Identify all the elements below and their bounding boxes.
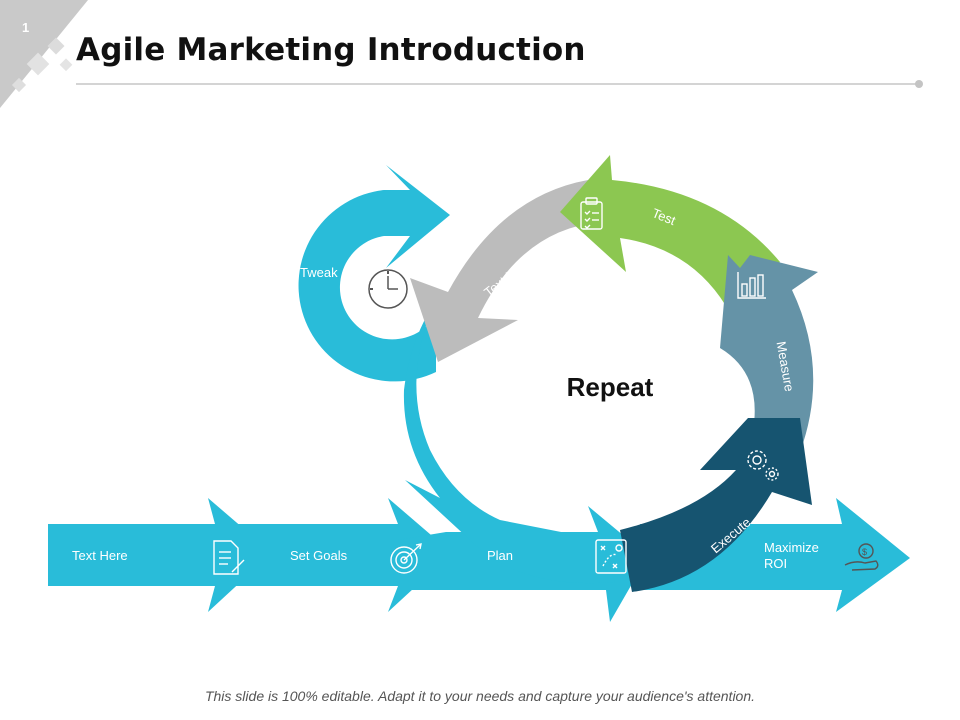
flow-band [215,498,452,612]
tweak-loop-arrow [298,165,450,382]
cycle-segment-left [403,300,615,584]
bar-chart-icon [737,272,766,299]
corner-decoration [0,0,88,108]
cycle-segment-bottom-right [620,418,812,592]
cycle-center-label: Repeat [567,372,654,402]
clipboard-checklist-icon [580,197,603,230]
svg-text:$: $ [862,547,867,557]
cycle-segment-top [560,155,780,306]
segment-label-left: Text Here [448,398,479,456]
flow-step-label: Set Goals [290,548,348,563]
strategy-board-icon [595,539,627,574]
target-icon [390,543,422,574]
flow-step-label: Text Here [72,548,128,563]
slide-number: 1 [22,20,30,35]
flow-step-label: Plan [487,548,513,563]
flow-step-label: Maximize [764,540,819,555]
footer-note: This slide is 100% editable. Adapt it to… [204,688,756,704]
clock-icon [368,269,408,309]
tweak-label: Tweak [300,265,338,280]
slide-title: Agile Marketing Introduction [76,32,586,68]
flow-step-label: ROI [764,556,787,571]
document-pencil-icon [213,540,245,575]
title-underline [76,83,918,85]
cycle-segment-right [720,255,818,452]
cycle-segment-top-left [410,180,600,362]
underline-end-dot [915,80,923,88]
gears-icon [747,450,779,481]
money-hand-icon: $ [844,543,879,571]
